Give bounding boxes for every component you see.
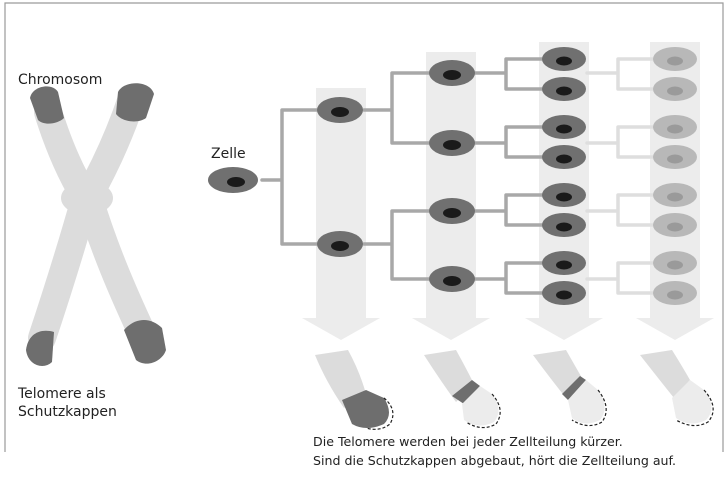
telomere-tip-stage-2 — [424, 350, 501, 429]
telomere-cap-bottom-left — [26, 330, 54, 366]
cell-nucleus — [443, 276, 461, 286]
cell-nucleus — [667, 56, 683, 66]
connector-gen3a-to-gen4 — [585, 57, 656, 91]
eroded-tip — [672, 380, 712, 424]
telomere-cap-bottom-right — [124, 319, 166, 364]
telomere-label-line1: Telomere als — [17, 386, 106, 402]
lost-telomere-outline — [571, 389, 607, 427]
cells-generation-3 — [542, 47, 586, 305]
connector-gen3d-to-gen4 — [585, 261, 656, 295]
generation-arrows — [302, 42, 714, 340]
connector-gen1a-to-gen2 — [362, 71, 432, 145]
arrow-generation-1 — [302, 88, 380, 340]
cell-nucleus — [556, 260, 572, 270]
chromosome-arm-lower-right — [75, 185, 156, 347]
cell-nucleus — [556, 124, 572, 134]
cell-nucleus — [443, 208, 461, 218]
connector-gen2d-to-gen3 — [472, 261, 545, 295]
connector-gen3b-to-gen4 — [585, 125, 656, 159]
telomere-tip-stage-1 — [315, 350, 394, 430]
cell-nucleus — [331, 107, 349, 117]
connector-gen3c-to-gen4 — [585, 193, 656, 227]
cell-nucleus — [556, 154, 572, 164]
telomere-cap-top-left — [30, 86, 64, 124]
cell-nucleus — [667, 124, 683, 134]
eroded-tip — [462, 386, 499, 426]
telomere-cap — [452, 380, 480, 404]
cell-nucleus — [556, 290, 572, 300]
telomere-tip-stage-3 — [533, 350, 607, 427]
cell-nucleus — [556, 86, 572, 96]
chromosome-arm-lower-left — [28, 185, 99, 352]
cell-original — [208, 167, 258, 193]
cell-nucleus — [667, 222, 683, 232]
connector-gen2c-to-gen3 — [472, 193, 545, 227]
cells-generation-2 — [429, 60, 475, 292]
centromere — [61, 181, 113, 215]
division-connectors-faded — [585, 57, 656, 295]
cell-nucleus — [667, 192, 683, 202]
lost-telomere-outline — [365, 397, 394, 430]
cell-label: Zelle — [211, 146, 246, 162]
connector-gen2b-to-gen3 — [472, 125, 545, 159]
connector-cell-to-gen1 — [260, 108, 320, 246]
telomere-cap-top-right — [116, 83, 154, 122]
cells-generation-4 — [653, 47, 697, 305]
chromosome — [26, 83, 166, 366]
cell-nucleus — [227, 177, 245, 187]
lost-telomere-outline — [465, 393, 501, 429]
connector-gen2a-to-gen3 — [472, 57, 545, 91]
telomere-cap — [342, 390, 389, 428]
cell-nucleus — [443, 70, 461, 80]
telomere-tip-stage-4 — [640, 350, 714, 427]
chromosome-tip-body — [315, 350, 366, 408]
chromosome-tip-body — [640, 350, 690, 398]
cell-nucleus — [667, 86, 683, 96]
cell-nucleus — [667, 290, 683, 300]
cell-nucleus — [331, 241, 349, 251]
chromosome-telomeres — [26, 83, 166, 366]
chromosome-arms — [28, 84, 156, 352]
frame-border — [4, 2, 724, 452]
cells-generation-1 — [317, 97, 363, 257]
cell-nucleus — [556, 192, 572, 202]
telomere-label-line2: Schutzkappen — [18, 404, 117, 420]
cell-nucleus — [556, 222, 572, 232]
cell-nucleus — [667, 154, 683, 164]
telomere-cap — [562, 376, 586, 400]
chromosome-label: Chromosom — [18, 72, 102, 88]
eroded-tip — [568, 380, 605, 424]
cell-nucleus — [443, 140, 461, 150]
lost-telomere-outline — [675, 389, 714, 427]
arrow-generation-2 — [412, 52, 490, 340]
chromosome-tip-body — [533, 350, 582, 398]
cell-nucleus — [556, 56, 572, 66]
connector-gen1b-to-gen2 — [362, 209, 432, 281]
caption-line-2: Sind die Schutzkappen abgebaut, hört die… — [313, 453, 676, 468]
division-connectors — [260, 57, 545, 295]
cell-nucleus — [667, 260, 683, 270]
caption-line-1: Die Telomere werden bei jeder Zellteilun… — [313, 434, 623, 449]
